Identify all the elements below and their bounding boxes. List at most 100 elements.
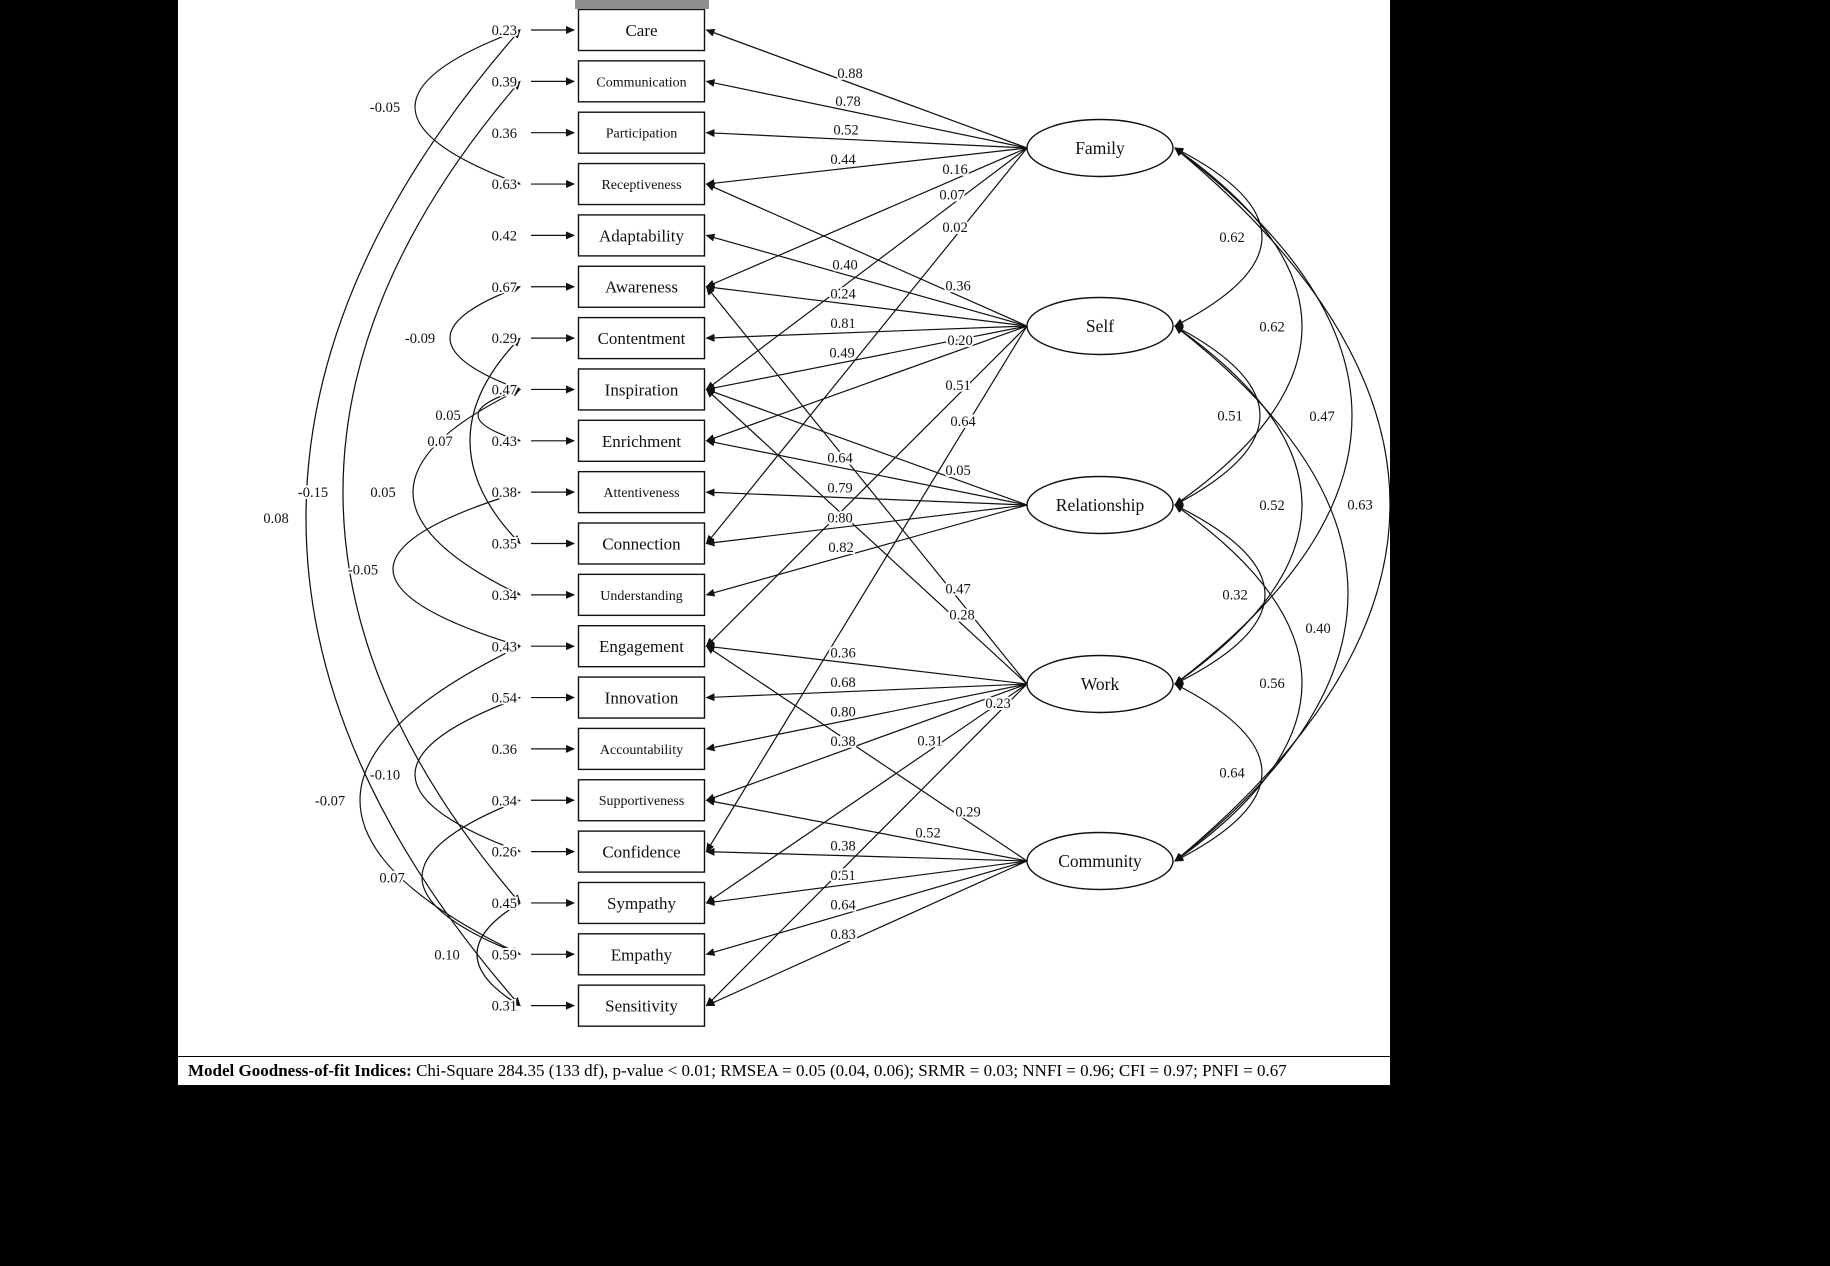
observed-variables: CareCommunicationParticipationReceptiven… <box>577 8 706 1027</box>
error-covariance-arc <box>412 388 521 596</box>
latent-factor-label: Relationship <box>1056 495 1145 515</box>
value-labels: -0.05-0.090.050.070.05-0.05-0.150.08-0.1… <box>261 21 1374 1017</box>
error-variance-value: 0.67 <box>492 280 517 296</box>
error-covariance-arc <box>359 645 521 955</box>
loading-value: 0.16 <box>942 162 967 178</box>
loading-value: 0.68 <box>830 675 855 691</box>
fit-indices-label: Model Goodness-of-fit Indices: <box>188 1061 412 1080</box>
loading-path <box>705 325 1028 442</box>
error-covariance-arcs <box>305 29 521 1007</box>
error-variance-value: 0.43 <box>492 639 517 655</box>
loading-value: 0.79 <box>827 481 852 497</box>
loading-value: 0.07 <box>939 188 964 204</box>
error-covariance-value: -0.15 <box>298 485 328 501</box>
error-covariance-value: -0.05 <box>370 100 400 116</box>
loading-value: 0.78 <box>835 94 860 110</box>
factor-correlation-arc <box>1174 325 1303 685</box>
observed-variable-supportiveness: Supportiveness <box>577 779 706 822</box>
observed-variable-innovation: Innovation <box>577 676 706 719</box>
latent-factor-work: Work <box>1026 654 1174 714</box>
observed-variable-label: Participation <box>606 127 678 142</box>
loading-paths <box>705 29 1028 1007</box>
loading-value: 0.24 <box>830 287 856 303</box>
factor-correlation-value: 0.52 <box>1259 498 1284 514</box>
observed-variable-label: Empathy <box>611 945 673 964</box>
error-variance-value: 0.63 <box>492 177 517 193</box>
loading-value: 0.29 <box>955 805 980 821</box>
error-covariance-value: 0.10 <box>434 947 459 963</box>
factor-correlation-value: 0.62 <box>1259 320 1284 336</box>
loading-path <box>705 129 1028 149</box>
factor-correlation-arc <box>1174 504 1266 685</box>
observed-variable-label: Understanding <box>600 589 682 604</box>
error-covariance-arc <box>469 337 521 545</box>
error-variance-arrows <box>531 26 575 1010</box>
factor-correlation-value: 0.56 <box>1259 676 1284 692</box>
error-covariance-value: 0.07 <box>427 434 452 450</box>
error-variance-value: 0.38 <box>492 485 517 501</box>
observed-variable-care: Care <box>577 8 706 52</box>
loading-path <box>705 683 1028 802</box>
observed-variable-label: Engagement <box>599 637 684 656</box>
loading-value: 0.28 <box>949 607 974 623</box>
observed-variable-label: Connection <box>602 534 681 553</box>
loading-value: 0.81 <box>830 316 855 332</box>
loading-path <box>705 860 1028 956</box>
observed-variable-contentment: Contentment <box>577 316 706 360</box>
observed-variable-confidence: Confidence <box>577 830 706 873</box>
error-variance-value: 0.43 <box>492 434 517 450</box>
error-variance-value: 0.26 <box>492 845 517 861</box>
loading-value: 0.40 <box>832 258 857 274</box>
observed-variable-enrichment: Enrichment <box>577 419 706 462</box>
loading-value: 0.52 <box>915 825 940 841</box>
fit-indices-line: Model Goodness-of-fit Indices: Chi-Squar… <box>188 1061 1287 1081</box>
error-covariance-value: 0.05 <box>435 408 460 424</box>
observed-variable-receptiveness: Receptiveness <box>577 162 706 206</box>
loading-value: 0.38 <box>830 734 855 750</box>
loading-path <box>705 325 1028 853</box>
loading-path <box>705 504 1028 547</box>
error-covariance-arc <box>305 29 521 1007</box>
error-variance-value: 0.36 <box>492 742 517 758</box>
loading-value: 0.64 <box>827 451 853 467</box>
latent-factor-label: Work <box>1081 674 1120 694</box>
loading-value: 0.44 <box>830 152 856 168</box>
loading-value: 0.31 <box>917 733 942 749</box>
observed-variable-label: Adaptability <box>599 226 684 245</box>
observed-variable-connection: Connection <box>577 522 706 565</box>
observed-variable-accountability: Accountability <box>577 727 706 771</box>
observed-variable-label: Enrichment <box>602 432 682 451</box>
factor-correlation-arc <box>1174 147 1263 327</box>
error-variance-value: 0.29 <box>492 331 517 347</box>
loading-value: 0.36 <box>945 279 970 295</box>
observed-variable-communication: Communication <box>577 60 706 103</box>
loading-path <box>705 79 1028 149</box>
observed-variable-label: Accountability <box>600 743 683 758</box>
factor-correlation-value: 0.40 <box>1305 621 1330 637</box>
loading-path <box>705 847 1028 862</box>
observed-variable-label: Sympathy <box>607 894 676 913</box>
loading-path <box>705 285 1028 685</box>
observed-variable-attentiveness: Attentiveness <box>577 470 706 514</box>
loading-path <box>705 388 1028 506</box>
loading-path <box>705 147 1028 188</box>
error-covariance-value: -0.09 <box>405 331 435 347</box>
observed-variable-sensitivity: Sensitivity <box>577 984 706 1027</box>
loading-value: 0.51 <box>830 868 855 884</box>
factor-correlation-value: 0.64 <box>1219 766 1245 782</box>
observed-variable-label: Supportiveness <box>599 794 685 809</box>
error-covariance-arc <box>414 696 521 853</box>
loading-value: 0.05 <box>945 463 970 479</box>
loading-value: 0.47 <box>945 582 970 598</box>
error-covariance-value: -0.10 <box>370 768 400 784</box>
loading-path <box>705 683 1028 904</box>
loading-path <box>705 29 1028 149</box>
error-covariance-arc <box>477 387 521 443</box>
error-covariance-arc <box>476 902 521 1007</box>
loading-value: 0.80 <box>827 511 852 527</box>
error-covariance-value: 0.05 <box>370 485 395 501</box>
error-covariance-arc <box>342 80 521 904</box>
loading-value: 0.82 <box>828 540 853 556</box>
